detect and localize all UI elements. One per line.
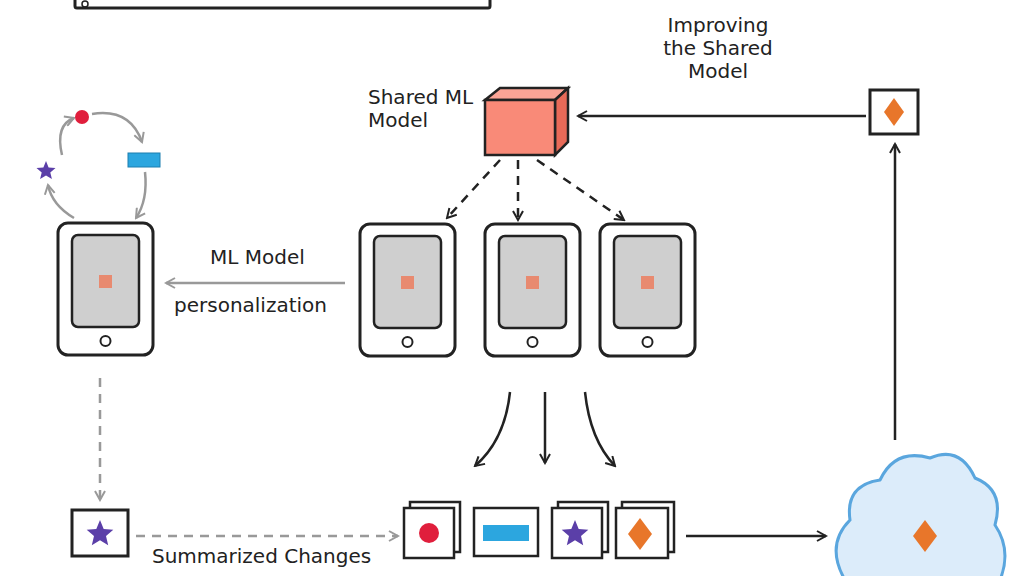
phone bbox=[600, 224, 695, 356]
cloud bbox=[836, 454, 1005, 576]
update-cards bbox=[404, 502, 674, 558]
model-label-node: Shared ML Model bbox=[368, 86, 480, 132]
cut-box bbox=[75, 0, 490, 8]
annotation-label: ML Model bbox=[208, 246, 307, 269]
node-heading: Shared ML Model bbox=[368, 86, 480, 132]
model-cube bbox=[485, 88, 568, 155]
annotation-label: Summarized Changes bbox=[150, 545, 373, 568]
phone bbox=[485, 224, 580, 356]
annotation-label: personalization bbox=[172, 294, 329, 317]
annotation-label: Improving the Shared Model bbox=[646, 14, 790, 83]
phone bbox=[58, 223, 153, 355]
phone bbox=[360, 224, 455, 356]
